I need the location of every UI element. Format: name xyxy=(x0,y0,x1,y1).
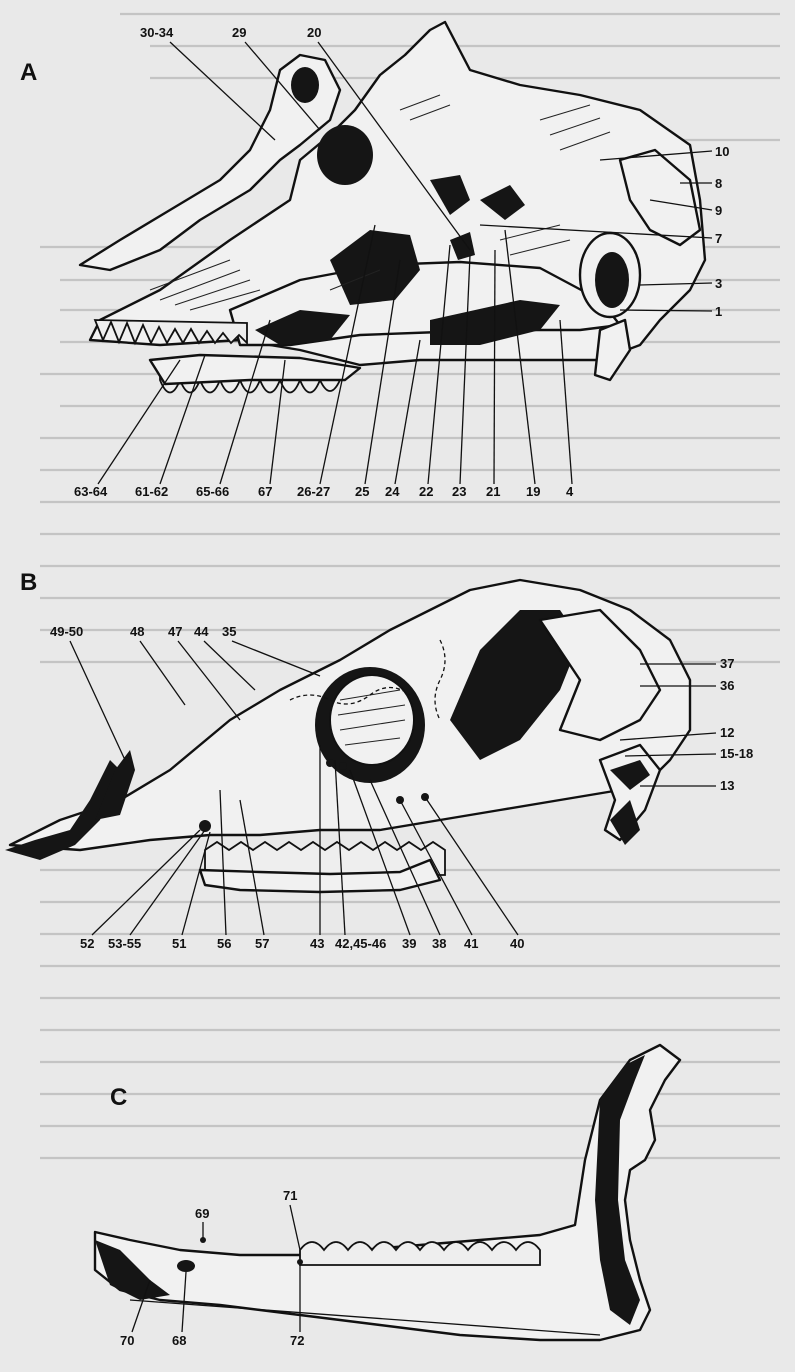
label-1: 1 xyxy=(715,304,722,319)
label-37: 37 xyxy=(720,656,734,671)
label-51: 51 xyxy=(172,936,186,951)
mandible-view xyxy=(95,1045,680,1340)
panel-letter-c: C xyxy=(110,1084,127,1111)
label-70: 70 xyxy=(120,1333,134,1348)
label-43: 43 xyxy=(310,936,324,951)
label-72: 72 xyxy=(290,1333,304,1348)
label-56: 56 xyxy=(217,936,231,951)
label-71: 71 xyxy=(283,1188,297,1203)
label-49-50: 49-50 xyxy=(50,624,83,639)
label-41: 41 xyxy=(464,936,478,951)
label-9: 9 xyxy=(715,203,722,218)
label-52: 52 xyxy=(80,936,94,951)
label-47: 47 xyxy=(168,624,182,639)
panel-letter-b: B xyxy=(20,569,37,596)
label-57: 57 xyxy=(255,936,269,951)
label-30-34: 30-34 xyxy=(140,25,174,40)
label-21: 21 xyxy=(486,484,500,499)
label-8: 8 xyxy=(715,176,722,191)
label-39: 39 xyxy=(402,936,416,951)
label-63-64: 63-64 xyxy=(74,484,108,499)
label-24: 24 xyxy=(385,484,400,499)
label-61-62: 61-62 xyxy=(135,484,168,499)
label-13: 13 xyxy=(720,778,734,793)
label-35: 35 xyxy=(222,624,236,639)
label-12: 12 xyxy=(720,725,734,740)
label-19: 19 xyxy=(526,484,540,499)
label-10: 10 xyxy=(715,144,729,159)
label-15-18: 15-18 xyxy=(720,746,753,761)
label-26-27: 26-27 xyxy=(297,484,330,499)
label-4: 4 xyxy=(566,484,574,499)
label-22: 22 xyxy=(419,484,433,499)
label-25: 25 xyxy=(355,484,369,499)
label-36: 36 xyxy=(720,678,734,693)
label-67: 67 xyxy=(258,484,272,499)
label-69: 69 xyxy=(195,1206,209,1221)
label-53-55: 53-55 xyxy=(108,936,141,951)
label-29: 29 xyxy=(232,25,246,40)
skull-ventral-view xyxy=(5,580,690,892)
label-68: 68 xyxy=(172,1333,186,1348)
label-20: 20 xyxy=(307,25,321,40)
label-65-66: 65-66 xyxy=(196,484,229,499)
label-7: 7 xyxy=(715,231,722,246)
label-40: 40 xyxy=(510,936,524,951)
label-44: 44 xyxy=(194,624,209,639)
label-23: 23 xyxy=(452,484,466,499)
label-3: 3 xyxy=(715,276,722,291)
panel-letter-a: A xyxy=(20,59,37,86)
label-38: 38 xyxy=(432,936,446,951)
label-42-45-46: 42,45-46 xyxy=(335,936,386,951)
label-48: 48 xyxy=(130,624,144,639)
